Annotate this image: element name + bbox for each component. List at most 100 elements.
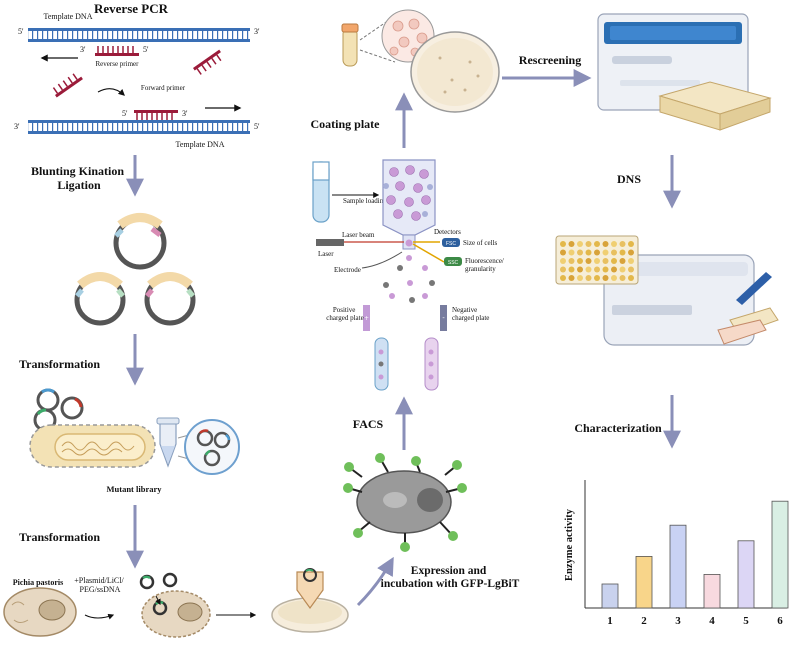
plate-well — [560, 241, 566, 247]
reverse-primer-icon — [95, 46, 139, 56]
plate-well — [577, 258, 583, 264]
chart-bar-6 — [771, 500, 789, 609]
microplate-icon — [555, 235, 639, 285]
plate-well — [611, 275, 617, 281]
magnified-plasmids — [177, 419, 240, 475]
rescreening-label: Rescreening — [519, 53, 581, 67]
svg-text:5': 5' — [254, 122, 260, 131]
plate-well — [577, 266, 583, 273]
cell-icon — [343, 453, 467, 552]
chart-bar-4 — [703, 574, 721, 609]
ssc-detector — [444, 257, 462, 266]
plate-well — [619, 275, 626, 281]
plate-well — [577, 249, 583, 256]
plate-well — [594, 258, 600, 264]
plasmid-mix-label: +Plasmid/LiCl/ PEG/ssDNA — [74, 576, 125, 594]
falcon-tube-icon — [341, 23, 359, 67]
blunting-label: Blunting Kination Ligation — [31, 164, 127, 192]
chart-bar-3 — [669, 524, 687, 609]
plate-well — [568, 258, 575, 264]
plate-well — [602, 241, 609, 247]
svg-text:5': 5' — [18, 27, 24, 36]
facs-diagram: Sample loading Laser beam Laser Detector… — [312, 159, 506, 391]
fluorescence-label: Fluorescence/ granularity — [465, 257, 506, 273]
fsc-detector — [442, 238, 460, 247]
plate-well — [560, 249, 566, 256]
plate-well — [585, 249, 592, 256]
x-tick-label: 2 — [641, 615, 647, 627]
svg-text:-: - — [442, 314, 445, 322]
template-dna-label-top: Template DNA — [44, 12, 93, 21]
x-tick-label: 1 — [607, 615, 613, 627]
facs-label: FACS — [353, 417, 384, 431]
plate-well — [611, 258, 617, 264]
svg-text:3': 3' — [182, 109, 188, 118]
falcon-tube-icon — [312, 161, 330, 223]
plate-well — [602, 266, 609, 273]
svg-text:SSC: SSC — [448, 260, 459, 266]
plate-well — [602, 249, 609, 256]
reverse-primer-label: Reverse primer — [96, 60, 140, 68]
electrode-label: Electrode — [334, 266, 361, 274]
svg-text:5': 5' — [122, 109, 128, 118]
plasmid-icon — [144, 272, 196, 326]
positive-plate — [363, 305, 370, 331]
plate-well — [594, 275, 600, 281]
size-of-cells-label: Size of cells — [463, 239, 497, 247]
plate-well — [585, 258, 592, 264]
plate-well — [628, 241, 634, 247]
forward-primer-label: Forward primer — [141, 84, 186, 92]
plate-well — [611, 266, 617, 273]
plate-well — [628, 249, 634, 256]
plate-well — [560, 275, 566, 281]
plasmid-icon — [113, 213, 167, 270]
cell-icon — [3, 587, 77, 637]
pichia-label: Pichia pastoris — [13, 578, 63, 587]
x-tick-label: 5 — [743, 615, 749, 627]
chart-bar-5 — [737, 540, 755, 609]
forward-primer-icon — [134, 110, 178, 120]
chart-bar-1 — [601, 583, 619, 609]
y-axis-label: Enzyme activity — [564, 508, 575, 581]
bacterium-icon — [29, 388, 156, 468]
plate-well — [611, 249, 617, 256]
sequencer-instrument-icon — [597, 13, 772, 131]
eppendorf-tube-icon — [156, 417, 180, 468]
plate-well — [568, 266, 575, 273]
plate-well — [602, 258, 609, 264]
free-primer-icon — [52, 49, 222, 98]
svg-text:FSC: FSC — [446, 241, 456, 247]
characterization-label: Characterization — [574, 421, 662, 435]
expression-label: Expression and incubation with GFP-LgBiT — [381, 565, 520, 590]
plate-well — [568, 249, 575, 256]
svg-text:3': 3' — [254, 27, 260, 36]
collection-tube-icon — [374, 337, 439, 391]
x-tick-label: 3 — [675, 615, 681, 627]
plate-well — [619, 241, 626, 247]
plate-well — [619, 258, 626, 264]
plate-well — [619, 266, 626, 273]
plate-well — [568, 241, 575, 247]
plate-well — [568, 275, 575, 281]
plate-well — [585, 266, 592, 273]
petri-dish-icon — [359, 9, 500, 113]
transformation-label-1: Transformation — [19, 357, 100, 371]
flow-arrow — [356, 556, 394, 607]
plate-well — [628, 266, 634, 273]
plate-well — [577, 241, 583, 247]
positive-plate-label: Positive charged plate — [326, 306, 363, 322]
plate-well — [585, 241, 592, 247]
transformation-label-2: Transformation — [19, 530, 100, 544]
negative-plate — [440, 305, 447, 331]
template-dna-bottom — [28, 120, 250, 134]
plate-well — [585, 275, 592, 281]
sample-loading-label: Sample loading — [343, 197, 387, 205]
plate-reader-icon — [555, 235, 779, 346]
laser-label: Laser — [318, 250, 334, 258]
plate-well — [577, 275, 583, 281]
template-dna-label-bottom: Template DNA — [176, 140, 225, 149]
plate-well — [619, 249, 626, 256]
cell-icon — [139, 572, 211, 638]
reverse-pcr-panel: Reverse PCR Template DNA 5' 3' 3' 5' Rev… — [14, 1, 260, 149]
